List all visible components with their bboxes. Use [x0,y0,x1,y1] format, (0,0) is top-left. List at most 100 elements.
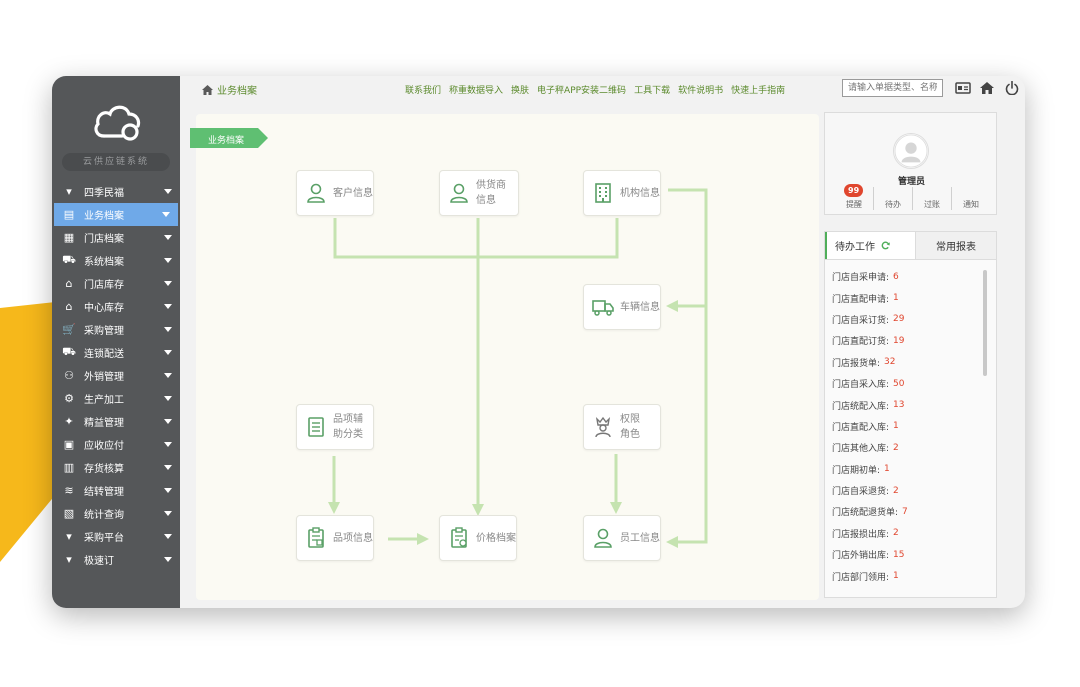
node-item-info[interactable]: 品项信息 [296,515,374,561]
price-clipboard-icon [451,527,467,548]
node-vehicle-info[interactable]: 车辆信息 [583,284,661,330]
todo-item[interactable]: 门店期初单:1 [832,459,996,480]
sidebar-item[interactable]: ▾极速订 [52,548,180,571]
todo-item-count: 13 [893,400,905,411]
node-customer-info[interactable]: 客户信息 [296,170,374,216]
list-doc-icon [308,417,324,437]
avatar[interactable] [893,133,929,169]
tab-todo-work[interactable]: 待办工作 [825,232,915,259]
sidebar-item[interactable]: ⌂中心库存 [52,295,180,318]
action-reminder[interactable]: 99 提醒 [835,184,873,210]
link-manual[interactable]: 软件说明书 [678,86,724,96]
chevron-down-icon[interactable] [164,373,172,378]
sidebar-item[interactable]: ⌂门店库存 [52,272,180,295]
sidebar-item[interactable]: ⛟连锁配送 [52,341,180,364]
link-tool-download[interactable]: 工具下载 [634,86,671,96]
flow-lines [328,188,708,548]
node-permission-role[interactable]: 权限角色 [583,404,661,450]
sidebar-item[interactable]: ⛟系统档案 [52,249,180,272]
action-notice[interactable]: 通知 [951,187,990,210]
todo-scrollbar[interactable] [983,270,987,376]
sidebar-item[interactable]: ⚇外销管理 [52,364,180,387]
chevron-down-icon[interactable] [164,304,172,309]
power-icon[interactable] [1004,81,1020,95]
todo-item[interactable]: 门店自采退货:2 [832,480,996,501]
link-skin[interactable]: 换肤 [511,86,530,96]
chevron-down-icon[interactable] [164,281,172,286]
link-quickstart[interactable]: 快速上手指南 [731,86,786,96]
todo-item[interactable]: 门店报损出库:2 [832,523,996,544]
breadcrumb[interactable]: 业务档案 [202,82,257,97]
chevron-down-icon[interactable] [164,419,172,424]
sidebar-item[interactable]: ▾采购平台 [52,525,180,548]
chevron-down-icon[interactable] [164,327,172,332]
todo-item-label: 门店统配入库: [832,401,890,412]
todo-item-count: 15 [893,549,905,560]
chevron-down-icon[interactable] [164,258,172,263]
chevron-down-icon[interactable] [164,350,172,355]
todo-item[interactable]: 门店部门领用:1 [832,565,996,586]
chevron-down-icon[interactable] [164,235,172,240]
todo-item[interactable]: 门店自采订货:29 [832,309,996,330]
chevron-down-icon[interactable] [164,557,172,562]
sidebar-item[interactable]: 🛒采购管理 [52,318,180,341]
todo-item[interactable]: 门店自采入库:50 [832,373,996,394]
node-item-category-label: 品项辅助分类 [333,414,363,440]
home-icon [202,84,213,95]
chevron-down-icon[interactable] [164,189,172,194]
node-vehicle-info-label: 车辆信息 [620,301,660,313]
id-card-icon[interactable] [955,81,971,95]
chevron-down-icon[interactable] [162,212,170,217]
todo-item[interactable]: 门店统配入库:13 [832,394,996,415]
node-employee-info[interactable]: 员工信息 [583,515,661,561]
sidebar-item[interactable]: ▾四季民福 [52,180,180,203]
node-supplier-info[interactable]: 供货商信息 [439,170,519,216]
todo-item-count: 1 [884,464,890,475]
todo-item-label: 门店统配退货单: [832,508,899,519]
chevron-down-icon[interactable] [164,534,172,539]
sidebar-item[interactable]: ▤业务档案 [54,203,178,226]
action-reminder-label: 提醒 [846,200,862,209]
sidebar-item[interactable]: ▧统计查询 [52,502,180,525]
action-posting[interactable]: 过账 [912,187,951,210]
todo-item-count: 50 [893,378,905,389]
clipboard-icon [308,527,324,548]
sidebar-item[interactable]: ≋结转管理 [52,479,180,502]
node-price-archive[interactable]: 价格档案 [439,515,517,561]
system-name: 云供应链系统 [62,153,170,171]
chevron-down-icon[interactable] [164,396,172,401]
chevron-down-icon[interactable] [164,488,172,493]
todo-item[interactable]: 门店外销出库:15 [832,544,996,565]
todo-item[interactable]: 门店直配申请:1 [832,287,996,308]
node-org-info[interactable]: 机构信息 [583,170,661,216]
todo-item-label: 门店直配订货: [832,337,890,348]
sidebar-item-label: 极速订 [84,556,114,567]
todo-item[interactable]: 门店直配订货:19 [832,330,996,351]
node-item-category[interactable]: 品项辅助分类 [296,404,374,450]
todo-item[interactable]: 门店报货单:32 [832,352,996,373]
sidebar-item[interactable]: ✦精益管理 [52,410,180,433]
node-employee-info-label: 员工信息 [620,532,660,544]
todo-item[interactable]: 门店自采申请:6 [832,266,996,287]
action-todo[interactable]: 待办 [873,187,912,210]
link-contact[interactable]: 联系我们 [405,86,442,96]
sidebar-item[interactable]: ▥存货核算 [52,456,180,479]
chevron-down-icon[interactable] [164,511,172,516]
home-icon[interactable] [979,81,995,95]
link-scale-qrcode[interactable]: 电子秤APP安装二维码 [537,86,627,96]
chevron-down-icon[interactable] [164,465,172,470]
chevron-down-icon[interactable] [164,442,172,447]
sidebar-item[interactable]: ▦门店档案 [52,226,180,249]
sidebar-item[interactable]: ▣应收应付 [52,433,180,456]
todo-item[interactable]: 门店直配入库:1 [832,416,996,437]
todo-item[interactable]: 门店统配退货单:7 [832,501,996,522]
refresh-icon[interactable] [881,241,890,250]
sidebar-item[interactable]: ⚙生产加工 [52,387,180,410]
tab-common-reports[interactable]: 常用报表 [915,232,996,259]
search-input[interactable] [842,79,943,97]
todo-item[interactable]: 门店其他入库:2 [832,437,996,458]
cloud-logo-icon [94,105,141,141]
link-weigh-import[interactable]: 称重数据导入 [449,86,504,96]
truck-icon [592,300,614,316]
